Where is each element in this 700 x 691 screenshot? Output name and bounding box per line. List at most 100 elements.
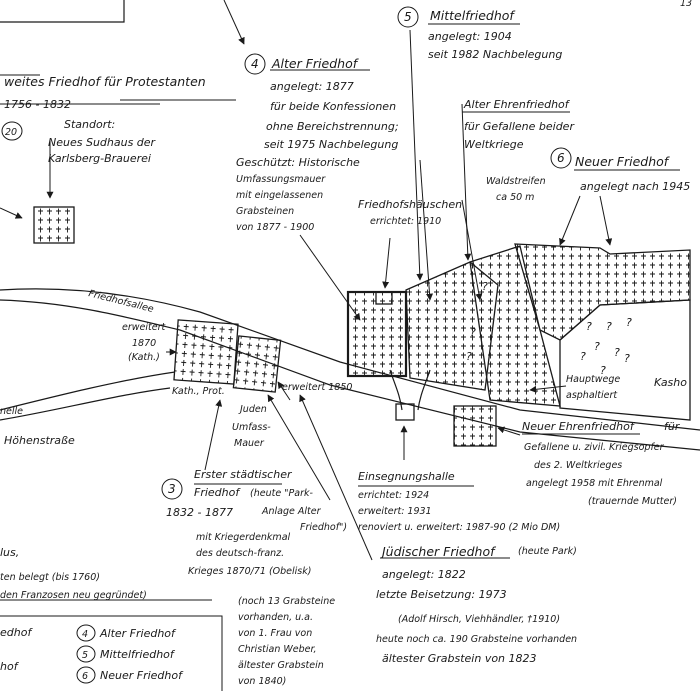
ev-number: 20	[5, 127, 17, 138]
woodland-mark: ?	[482, 280, 488, 293]
legend-circle-4	[76, 624, 96, 642]
legend-number-5: 5	[82, 650, 88, 661]
arrow-mittel	[409, 29, 424, 281]
number-circle-20	[1, 121, 23, 141]
arrow-erst	[204, 399, 223, 471]
woodland-mark: ?	[580, 350, 586, 363]
ev-title: weites Friedhof für Protestanten	[4, 74, 206, 89]
einseg-line-3: renoviert u. erweitert: 1987-90 (2 Mio D…	[358, 522, 560, 533]
erw1870-line-2: 1870	[132, 338, 156, 349]
arrow-gesch	[299, 234, 361, 321]
alter-title: Alter Friedhof	[271, 56, 359, 71]
arrow-haupt	[529, 385, 567, 393]
erw1870-line-1: erweitert	[122, 322, 166, 333]
erst-title: Erster städtischer	[194, 468, 293, 481]
erw1850-label: erweitert 1850	[282, 382, 352, 393]
neuehren-fuer: für	[664, 420, 681, 433]
juden-label: Juden	[238, 404, 267, 415]
neuehren-line-1: Gefallene u. zivil. Kriegsopfer	[524, 442, 665, 453]
alter-number: 4	[251, 57, 259, 71]
friedhofsallee-road	[0, 288, 700, 431]
cemetery-house	[375, 291, 393, 305]
kath-prot-label: Kath., Prot.	[172, 386, 225, 397]
arrow-neu-2	[559, 195, 581, 246]
erst-years: 1832 - 1877	[166, 506, 233, 519]
alter-line-2: für beide Konfessionen	[270, 100, 396, 113]
jued-paren: (heute Park)	[518, 546, 577, 557]
arrow-alter	[223, 0, 245, 45]
kasho-label: Kasho	[654, 376, 687, 389]
erst-note-5: ältester Grabstein	[238, 660, 324, 671]
number-circle-6	[550, 147, 572, 169]
standort-line-1: Neues Sudhaus der	[48, 136, 157, 149]
neuehren-line-3: angelegt 1958 mit Ehrenmal	[526, 478, 663, 489]
mauer-line-2: Mauer	[234, 438, 265, 449]
new-cemetery-field	[514, 243, 691, 341]
legend-number-4: 4	[82, 629, 88, 640]
arrow-ehren-2	[461, 199, 483, 301]
einseg-title: Einsegnungshalle	[358, 470, 455, 483]
neuehren-line-4: (trauernde Mutter)	[588, 496, 677, 507]
neuehren-title: Neuer Ehrenfriedhof	[522, 420, 636, 433]
nelle-label: nelle	[0, 406, 23, 417]
top-left-box-edge	[0, 0, 125, 23]
gesch-line-1: Geschützt: Historische	[236, 156, 360, 169]
first-city-cemetery-field-kath	[173, 319, 239, 385]
number-circle-3	[161, 478, 183, 500]
arrow-neu	[599, 195, 613, 246]
woodland-mark: ?	[606, 320, 612, 333]
erst-line-2: des deutsch-franz.	[196, 548, 284, 559]
legend-mittel: Mittelfriedhof	[100, 648, 176, 661]
jued-line-4: heute noch ca. 190 Grabsteine vorhanden	[376, 634, 577, 645]
erst-paren: (heute "Park-	[250, 488, 314, 499]
erst-paren-3: Friedhof")	[300, 522, 347, 533]
gesch-line-5: von 1877 - 1900	[236, 222, 314, 233]
jued-line-1: angelegt: 1822	[382, 568, 466, 581]
left-note-2: ten belegt (bis 1760)	[0, 572, 100, 583]
consecration-hall-building	[395, 403, 415, 421]
mittel-number: 5	[404, 10, 412, 24]
legend-box	[0, 615, 223, 691]
protestant-cemetery-field	[33, 206, 75, 244]
neuehren-line-2: des 2. Weltkrieges	[534, 460, 622, 471]
woodland-mark: ?	[586, 320, 592, 333]
legend-number-6: 6	[82, 671, 88, 682]
jued-line-3: (Adolf Hirsch, Viehhändler, †1910)	[398, 614, 560, 625]
standort-title: Standort:	[64, 118, 115, 131]
hoehenstrasse-road	[0, 371, 176, 411]
page-marker: 13	[680, 0, 692, 9]
arrow-mittel-2	[419, 159, 434, 301]
arrow-erw1850	[277, 381, 291, 401]
woodland-mark: ?	[470, 326, 476, 339]
ehren-line-2: Weltkriege	[464, 138, 524, 151]
woodland-mark: ?	[626, 316, 632, 329]
arrow-ehren	[461, 103, 472, 261]
erst-paren-2: Anlage Alter	[261, 506, 322, 517]
alter-line-1: angelegt: 1877	[270, 80, 354, 93]
erst-title-2: Friedhof	[194, 486, 241, 499]
legend-line-1: edhof	[0, 626, 33, 639]
erst-line-3: Krieges 1870/71 (Obelisk)	[188, 566, 311, 577]
alter-line-4: seit 1975 Nachbelegung	[264, 138, 398, 151]
jued-line-5: ältester Grabstein von 1823	[382, 652, 537, 665]
neu-number: 6	[557, 151, 565, 165]
erw1870-line-3: (Kath.)	[128, 352, 160, 363]
legend-alter: Alter Friedhof	[99, 627, 177, 640]
neu-title: Neuer Friedhof	[575, 154, 670, 169]
new-honor-cemetery-field	[453, 405, 497, 447]
wald-line-2: ca 50 m	[496, 192, 534, 203]
left-note-1: lus,	[0, 546, 19, 559]
neu-line-1: angelegt nach 1945	[580, 180, 690, 193]
erst-line-1: mit Kriegerdenkmal	[196, 532, 291, 543]
number-circle-5	[397, 6, 419, 28]
hoehen-label: Höhenstraße	[4, 434, 75, 447]
erst-note-2: vorhanden, u.a.	[238, 612, 313, 623]
jued-title: Jüdischer Friedhof	[379, 544, 496, 559]
arrow-left-edge	[0, 207, 23, 219]
mittel-title: Mittelfriedhof	[430, 8, 515, 23]
woodland-mark: ?	[600, 364, 606, 377]
mittel-line-2: seit 1982 Nachbelegung	[428, 48, 562, 61]
einseg-line-2: erweitert: 1931	[358, 506, 432, 517]
jued-line-2: letzte Beisetzung: 1973	[376, 588, 507, 601]
